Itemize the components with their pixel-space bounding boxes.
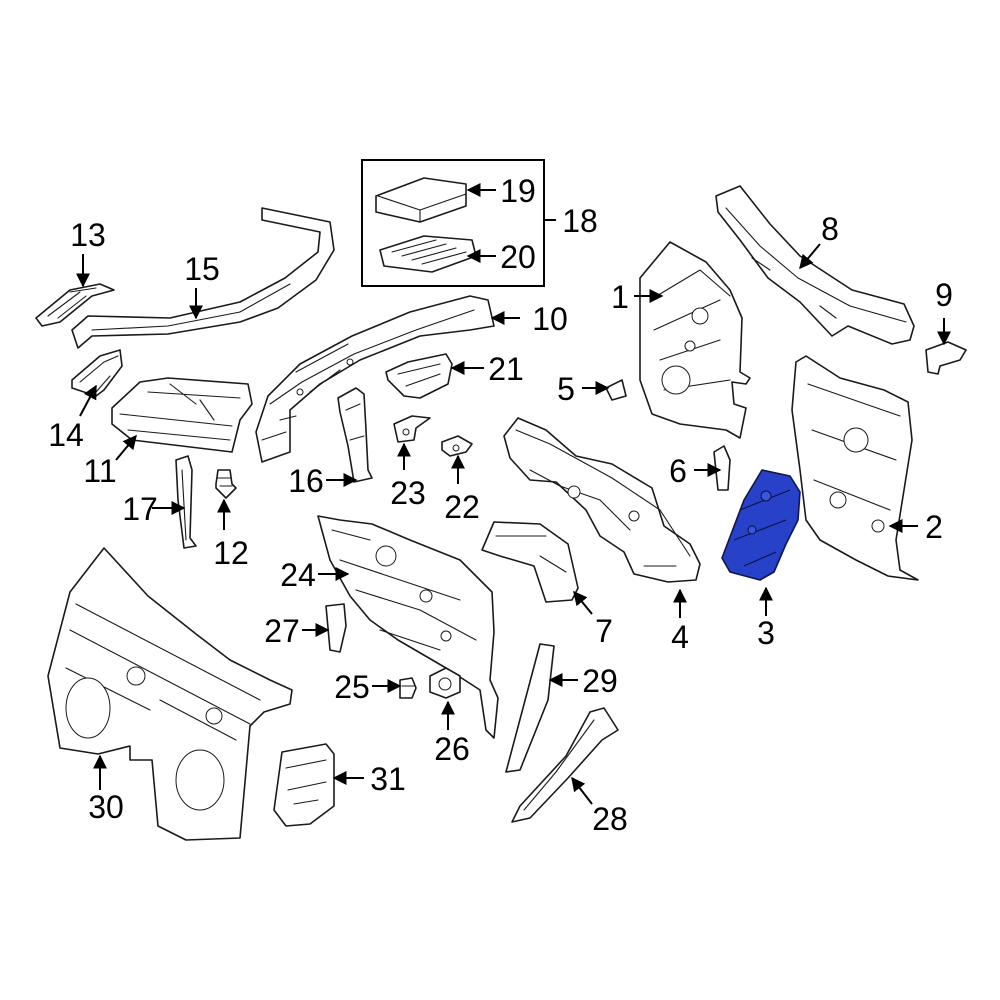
part-2[interactable] bbox=[791, 355, 919, 581]
leader-lines bbox=[76, 183, 951, 805]
part-16[interactable] bbox=[337, 387, 373, 483]
part-22[interactable] bbox=[441, 435, 473, 457]
part-14[interactable] bbox=[71, 349, 123, 397]
callout-23[interactable]: 23 bbox=[390, 475, 426, 511]
callout-25[interactable]: 25 bbox=[334, 669, 370, 705]
callout-13[interactable]: 13 bbox=[70, 217, 106, 253]
part-20[interactable] bbox=[379, 235, 477, 273]
part-8[interactable] bbox=[715, 185, 915, 345]
part-28[interactable] bbox=[511, 707, 619, 823]
part-10[interactable] bbox=[255, 295, 495, 463]
callout-30[interactable]: 30 bbox=[88, 789, 124, 825]
part-7[interactable] bbox=[481, 521, 579, 603]
callout-numbers: 13 15 14 11 17 12 10 16 21 23 22 19 20 1… bbox=[48, 173, 953, 837]
callout-21[interactable]: 21 bbox=[488, 351, 524, 387]
part-30[interactable] bbox=[47, 547, 293, 841]
part-4[interactable] bbox=[503, 417, 701, 583]
callout-6[interactable]: 6 bbox=[669, 453, 687, 489]
callout-10[interactable]: 10 bbox=[532, 301, 568, 337]
part-24[interactable] bbox=[317, 515, 499, 739]
part-21[interactable] bbox=[385, 353, 453, 399]
callout-17[interactable]: 17 bbox=[122, 491, 158, 527]
callout-31[interactable]: 31 bbox=[370, 761, 406, 797]
part-3-highlighted[interactable] bbox=[721, 469, 801, 581]
part-12[interactable] bbox=[215, 469, 237, 499]
callout-19[interactable]: 19 bbox=[500, 173, 536, 209]
part-27[interactable] bbox=[325, 603, 347, 653]
callout-4[interactable]: 4 bbox=[671, 619, 689, 655]
callout-24[interactable]: 24 bbox=[280, 557, 316, 593]
callout-22[interactable]: 22 bbox=[444, 489, 480, 525]
callout-28[interactable]: 28 bbox=[592, 801, 628, 837]
callout-27[interactable]: 27 bbox=[264, 613, 300, 649]
part-25[interactable] bbox=[399, 677, 417, 699]
callout-16[interactable]: 16 bbox=[288, 463, 324, 499]
callout-15[interactable]: 15 bbox=[184, 251, 220, 287]
callout-26[interactable]: 26 bbox=[434, 731, 470, 767]
part-5[interactable] bbox=[605, 379, 627, 401]
callout-29[interactable]: 29 bbox=[582, 663, 618, 699]
callout-1[interactable]: 1 bbox=[611, 279, 629, 315]
part-17[interactable] bbox=[175, 455, 197, 549]
part-26[interactable] bbox=[429, 667, 461, 699]
part-31[interactable] bbox=[273, 743, 335, 827]
callout-12[interactable]: 12 bbox=[213, 535, 249, 571]
part-9[interactable] bbox=[925, 341, 967, 375]
kit-box-18 bbox=[361, 159, 556, 287]
callout-8[interactable]: 8 bbox=[821, 211, 839, 247]
part-15[interactable] bbox=[71, 207, 335, 349]
callout-7[interactable]: 7 bbox=[595, 613, 613, 649]
part-11[interactable] bbox=[111, 377, 253, 453]
callout-14[interactable]: 14 bbox=[48, 417, 84, 453]
part-6[interactable] bbox=[713, 445, 731, 491]
callout-18[interactable]: 18 bbox=[562, 203, 598, 239]
part-23[interactable] bbox=[393, 415, 431, 443]
part-1[interactable] bbox=[639, 241, 751, 439]
part-29[interactable] bbox=[505, 643, 555, 773]
callout-5[interactable]: 5 bbox=[557, 371, 575, 407]
callout-3[interactable]: 3 bbox=[757, 615, 775, 651]
part-19[interactable] bbox=[375, 177, 467, 223]
callout-11[interactable]: 11 bbox=[83, 453, 116, 489]
callout-20[interactable]: 20 bbox=[500, 239, 536, 275]
part-13[interactable] bbox=[35, 283, 115, 327]
callout-2[interactable]: 2 bbox=[925, 509, 943, 545]
callout-9[interactable]: 9 bbox=[935, 277, 953, 313]
